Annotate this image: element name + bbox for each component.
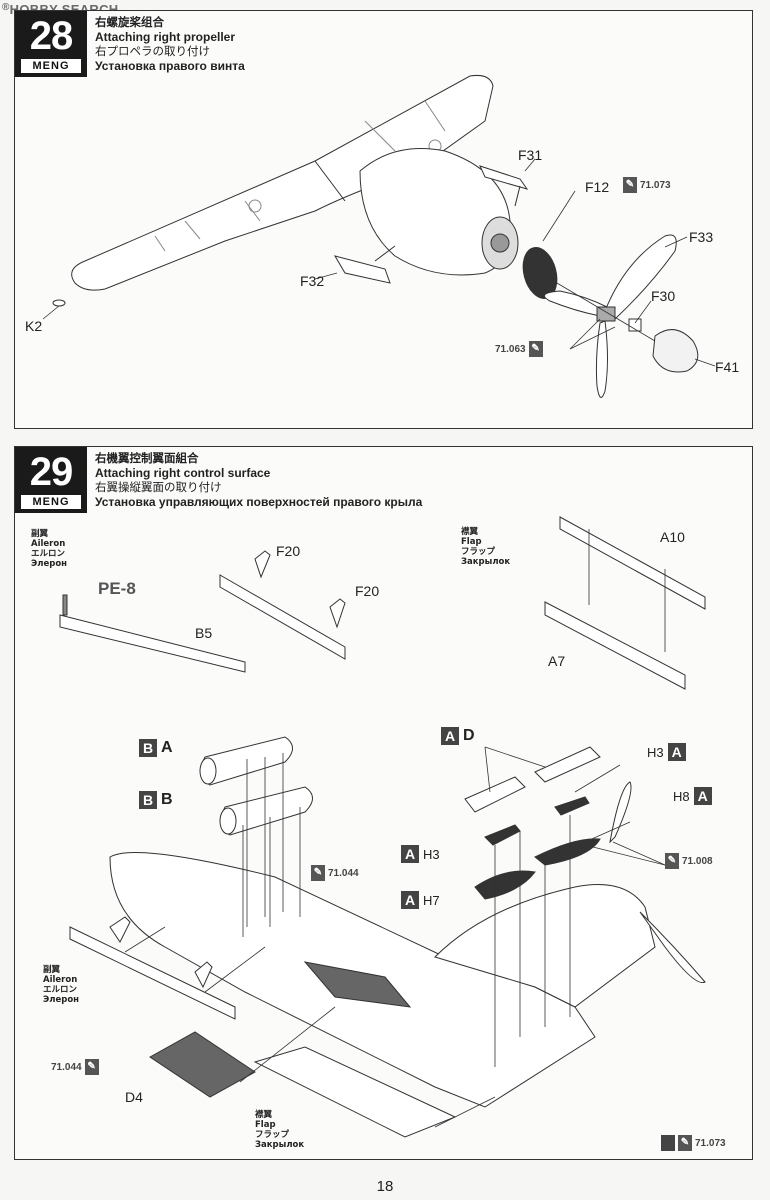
brush-icon: ✎ xyxy=(623,177,637,193)
title-en: Attaching right control surface xyxy=(95,465,271,480)
part-label-B5: B5 xyxy=(195,625,213,641)
part-label-K2: K2 xyxy=(25,318,43,334)
control-surface-drawing xyxy=(59,516,706,1138)
paint-callout: 71.044✎ xyxy=(51,1059,99,1075)
part-label-F41: F41 xyxy=(715,359,740,375)
paint-callout: ✎71.073 xyxy=(661,1135,726,1151)
brand-logo: MENG xyxy=(21,59,81,73)
propeller-assembly-drawing xyxy=(42,75,716,398)
step-29-panel: 29 MENG 右機翼控制翼面組合 Attaching right contro… xyxy=(14,446,753,1160)
paint-callout: ✎71.044 xyxy=(311,865,359,881)
brush-icon: ✎ xyxy=(311,865,325,881)
step-badge: 29 MENG xyxy=(15,447,87,513)
title-en: Attaching right propeller xyxy=(95,29,236,44)
brush-icon: ✎ xyxy=(528,341,543,357)
step-badge: 28 MENG xyxy=(15,11,87,77)
title-zh: 右螺旋桨组合 xyxy=(95,15,164,29)
part-label-F12: F12 xyxy=(585,179,610,195)
part-label-F20: F20 xyxy=(276,543,301,559)
part-label-D4: D4 xyxy=(125,1089,143,1105)
step-number: 29 xyxy=(29,450,74,494)
brush-icon: ✎ xyxy=(678,1135,692,1151)
part-label-F20: F20 xyxy=(355,583,380,599)
brush-icon: ✎ xyxy=(665,853,679,869)
title-ru: Установка правого винта xyxy=(95,58,245,73)
paint-callout: 71.063✎ xyxy=(495,341,543,357)
part-label-A10: A10 xyxy=(660,529,685,545)
page-number: 18 xyxy=(376,1178,394,1195)
title-ja: 右プロペラの取り付け xyxy=(95,44,210,58)
part-label-F30: F30 xyxy=(651,288,676,304)
step-number: 28 xyxy=(29,14,74,58)
color-swatch-icon xyxy=(661,1135,675,1151)
title-ja: 右翼操縦翼面の取り付け xyxy=(95,480,222,494)
step-title: 右螺旋桨组合 Attaching right propeller 右プロペラの取… xyxy=(95,15,245,73)
title-ru: Установка управляющих поверхностей право… xyxy=(95,494,423,509)
part-label-A7: A7 xyxy=(548,653,566,669)
part-label-F31: F31 xyxy=(518,147,543,163)
part-label-PE8: PE-8 xyxy=(98,579,136,598)
brush-icon: ✎ xyxy=(84,1059,99,1075)
part-label-F32: F32 xyxy=(300,273,325,289)
paint-callout: ✎71.008 xyxy=(665,853,713,869)
part-label-F33: F33 xyxy=(689,229,714,245)
brand-logo: MENG xyxy=(21,495,81,509)
paint-callout: ✎71.073 xyxy=(623,177,671,193)
step-title: 右機翼控制翼面組合 Attaching right control surfac… xyxy=(95,451,422,509)
title-zh: 右機翼控制翼面組合 xyxy=(95,451,199,465)
step-28-panel: 28 MENG 右螺旋桨组合 Attaching right propeller… xyxy=(14,10,753,429)
